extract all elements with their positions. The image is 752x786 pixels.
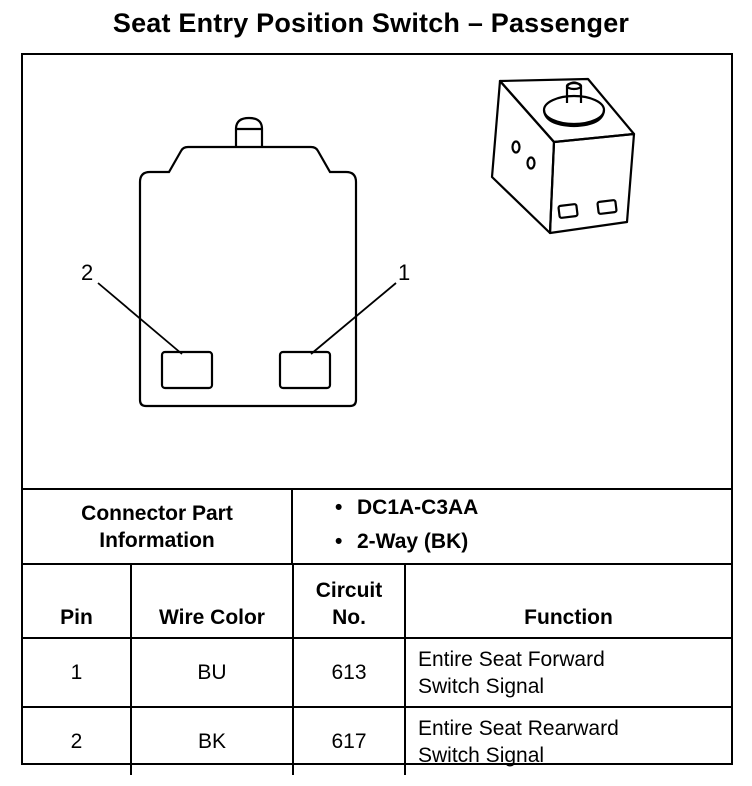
- connector-info-label-line1: Connector Part: [81, 501, 233, 525]
- pin-1-leader: [310, 282, 397, 355]
- connector-part-number: •DC1A-C3AA: [335, 496, 479, 519]
- table-header-row: Pin Wire Color Circuit No. Function: [23, 563, 731, 639]
- table-row: 1 BU 613 Entire Seat Forward Switch Sign…: [23, 637, 731, 708]
- connector-face: [138, 116, 358, 408]
- pin-table: Pin Wire Color Circuit No. Function 1 BU…: [23, 563, 731, 775]
- pin-2-label: 2: [81, 260, 94, 285]
- cell-circuit: 617: [292, 706, 406, 775]
- header-wire-color: Wire Color: [130, 563, 294, 639]
- cell-pin: 2: [23, 706, 132, 775]
- cell-circuit: 613: [292, 637, 406, 708]
- table-row: 2 BK 617 Entire Seat Rearward Switch Sig…: [23, 706, 731, 775]
- cell-wire-color: BK: [130, 706, 294, 775]
- pin-2-leader: [97, 282, 183, 355]
- cell-function: Entire Seat Rearward Switch Signal: [404, 706, 731, 775]
- header-function: Function: [404, 563, 731, 639]
- cell-function: Entire Seat Forward Switch Signal: [404, 637, 731, 708]
- cell-pin: 1: [23, 637, 132, 708]
- connector-info-label-line2: Information: [99, 528, 215, 552]
- header-pin: Pin: [23, 563, 132, 639]
- cell-wire-color: BU: [130, 637, 294, 708]
- switch-isometric: [490, 77, 636, 235]
- bullet-icon: •: [335, 530, 343, 553]
- connector-info-row: Connector Part Information •DC1A-C3AA •2…: [23, 488, 731, 563]
- header-circuit: Circuit No.: [292, 563, 406, 639]
- connector-info-values: •DC1A-C3AA •2-Way (BK): [293, 490, 731, 563]
- pin-1-cavity: [278, 350, 332, 390]
- page-title: Seat Entry Position Switch – Passenger: [112, 8, 630, 38]
- connector-type: •2-Way (BK): [335, 530, 469, 553]
- bullet-icon: •: [335, 496, 343, 519]
- pin-2-cavity: [160, 350, 214, 390]
- connector-info-label: Connector Part Information: [23, 490, 293, 563]
- pin-1-label: 1: [398, 260, 411, 285]
- connector-frame: 2 1 Connector Part Information •DC1A-C3A…: [21, 53, 733, 775]
- connector-drawing: [97, 77, 636, 408]
- connector-diagram: 2 1: [23, 55, 731, 488]
